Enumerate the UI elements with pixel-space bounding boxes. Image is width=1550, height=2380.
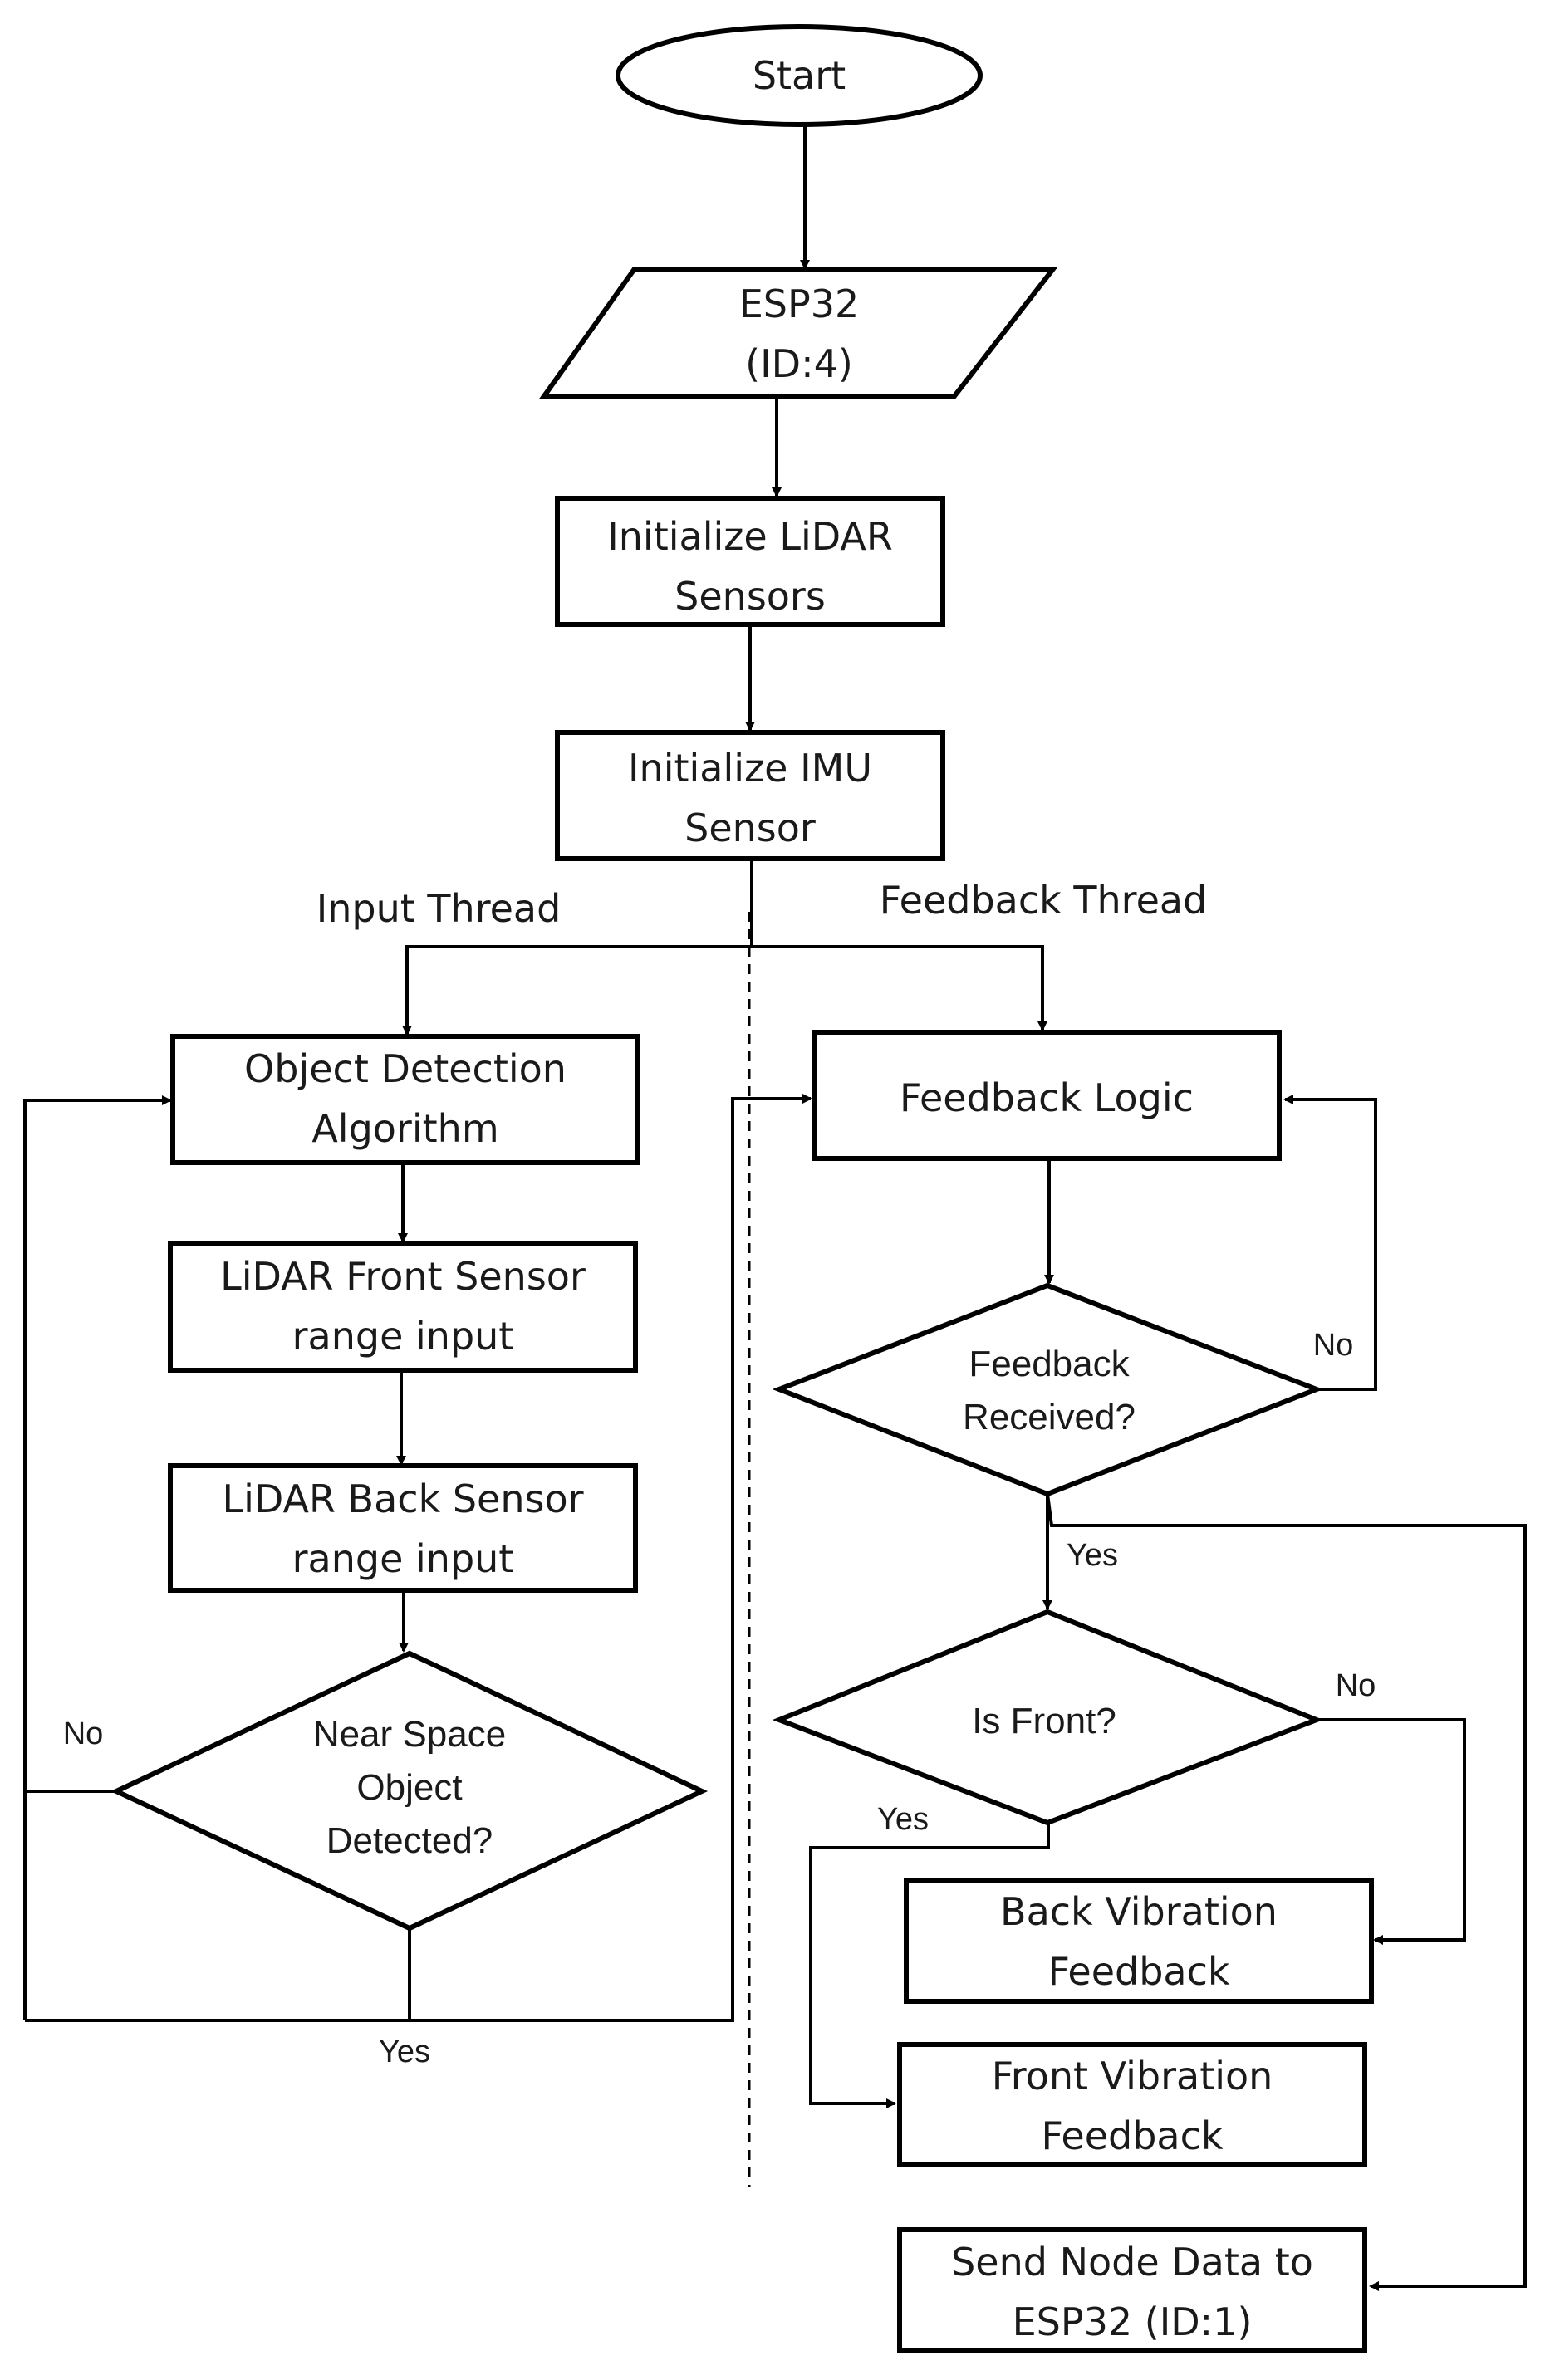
arrow-is-front-no-to-back-vibration [1317,1718,1466,1945]
init-lidar-node: Initialize LiDAR Sensors [555,496,945,627]
near-space-label-line3: Detected? [326,1820,493,1861]
feedback-received-decision: Feedback Received? [772,1282,1324,1497]
back-vibration-label-line2: Feedback [1047,1949,1229,1994]
feedback-logic-node: Feedback Logic [812,1030,1282,1161]
lidar-back-label-line1: LiDAR Back Sensor [222,1476,583,1521]
lidar-back-node: LiDAR Back Sensor range input [168,1463,638,1593]
init-imu-node: Initialize IMU Sensor [555,730,945,861]
arrow-received-no-loop [1283,1095,1377,1391]
is-front-label: Is Front? [972,1701,1116,1741]
lidar-back-label-line2: range input [292,1536,514,1581]
is-front-no-label: No [1336,1668,1376,1703]
near-space-label-line2: Object [356,1767,462,1808]
arrow-split-to-object-detection [402,945,752,1036]
front-vibration-label-line2: Feedback [1041,2113,1223,2158]
init-lidar-label-line1: Initialize LiDAR [607,514,893,559]
back-vibration-node: Back Vibration Feedback [904,1878,1374,2004]
feedback-received-no-label: No [1313,1328,1354,1363]
feedback-logic-label: Feedback Logic [900,1075,1194,1120]
esp32-label-line2: (ID:4) [745,341,853,386]
feedback-received-label-line1: Feedback [969,1344,1130,1384]
feedback-received-yes-label: Yes [1067,1538,1118,1573]
near-space-decision: Near Space Object Detected? [110,1650,709,1932]
arrow-near-space-yes-to-feedback-logic [25,1099,811,2022]
lidar-front-label-line2: range input [292,1314,514,1359]
arrow-is-front-yes-to-front-vibration [809,1823,1050,2108]
near-space-no-label: No [63,1716,104,1751]
object-detection-label-line2: Algorithm [311,1106,498,1151]
init-imu-label-line1: Initialize IMU [628,746,872,791]
lidar-front-node: LiDAR Front Sensor range input [168,1241,638,1373]
send-node-data-node: Send Node Data to ESP32 (ID:1) [897,2227,1367,2353]
near-space-yes-label: Yes [379,2035,430,2069]
lidar-front-label-line1: LiDAR Front Sensor [220,1254,586,1299]
send-node-label-line2: ESP32 (ID:1) [1013,2299,1253,2344]
feedback-received-label-line2: Received? [963,1397,1136,1437]
esp32-input-node: ESP32 (ID:4) [539,267,1058,399]
start-label: Start [753,53,846,98]
object-detection-label-line1: Object Detection [244,1046,567,1091]
front-vibration-node: Front Vibration Feedback [897,2042,1367,2167]
init-lidar-label-line2: Sensors [674,574,826,619]
send-node-label-line1: Send Node Data to [951,2240,1313,2285]
init-imu-label-line2: Sensor [684,806,816,850]
input-thread-label: Input Thread [316,886,562,931]
arrow-split-to-feedback-logic [752,945,1047,1031]
start-node: Start [616,24,983,127]
arrow-received-to-send-node [1046,1493,1527,2291]
front-vibration-label-line1: Front Vibration [992,2054,1273,2098]
near-space-label-line1: Near Space [313,1714,506,1755]
object-detection-node: Object Detection Algorithm [170,1034,640,1165]
feedback-thread-label: Feedback Thread [880,878,1208,923]
is-front-decision: Is Front? [772,1609,1324,1826]
arrow-near-space-no-loop [23,1095,172,1793]
esp32-label-line1: ESP32 [739,282,860,326]
is-front-yes-label: Yes [877,1802,929,1837]
back-vibration-label-line1: Back Vibration [1000,1889,1278,1934]
